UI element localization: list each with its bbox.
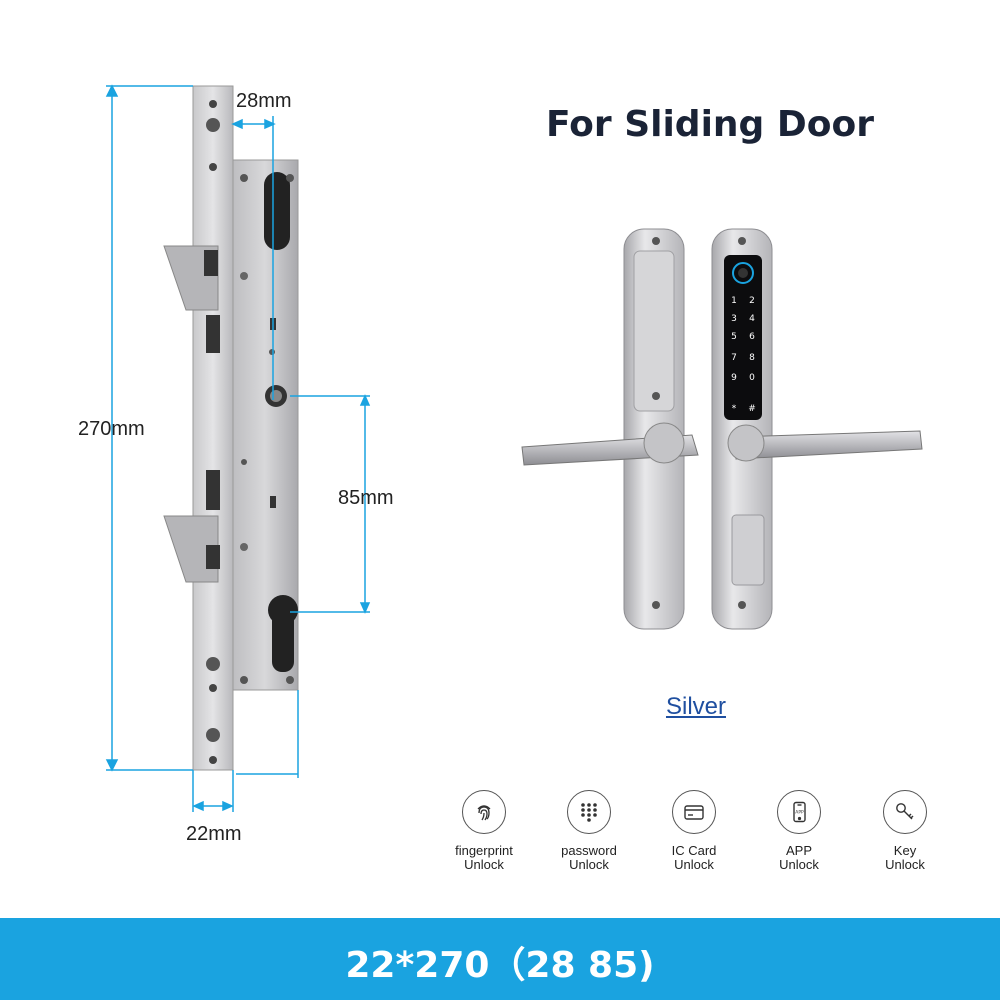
svg-text:1: 1 <box>731 296 737 306</box>
color-option-silver[interactable]: Silver <box>665 693 726 720</box>
svg-text:4: 4 <box>749 314 755 324</box>
footer-banner: 22*270（28 85) <box>0 918 1000 1000</box>
feature-label-line1: APP <box>785 843 812 858</box>
feature-label-line2: Unlock <box>464 857 504 872</box>
svg-text:6: 6 <box>749 332 755 342</box>
app-phone-icon: APP <box>777 790 821 834</box>
svg-text:5: 5 <box>731 332 737 342</box>
mortise-lock-image <box>105 84 371 812</box>
svg-text:#: # <box>748 404 756 414</box>
svg-text:*: * <box>732 404 737 414</box>
feature-label-line2: Unlock <box>779 857 819 872</box>
dimension-85mm: 85mm <box>338 487 394 509</box>
feature-label-line1: fingerprint <box>455 843 513 858</box>
dimension-28mm: 28mm <box>236 90 292 112</box>
dimension-22mm: 22mm <box>186 823 242 845</box>
dimension-270mm: 270mm <box>78 418 145 440</box>
feature-label-line2: Unlock <box>885 857 925 872</box>
mortise-lock-diagram: 28mm 270mm 85mm 22mm <box>0 0 470 900</box>
feature-label-line1: IC Card <box>671 843 717 858</box>
feature-label-line2: Unlock <box>569 857 609 872</box>
svg-text:2: 2 <box>749 296 755 306</box>
svg-text:8: 8 <box>749 353 755 363</box>
fingerprint-icon <box>462 790 506 834</box>
feature-label-line1: password <box>561 843 617 858</box>
feature-label-line2: Unlock <box>674 857 714 872</box>
key-icon <box>883 790 927 834</box>
feature-label-line1: Key <box>893 843 917 858</box>
handle-set-image: 1 2 3 4 5 6 7 8 9 0 * # <box>510 215 930 635</box>
svg-text:APP: APP <box>795 810 804 816</box>
svg-text:0: 0 <box>749 373 755 383</box>
product-title: For Sliding Door <box>546 104 874 145</box>
footer-size-text: 22*270（28 85) <box>345 945 655 986</box>
svg-text:9: 9 <box>731 373 737 383</box>
svg-text:3: 3 <box>731 314 737 324</box>
password-keypad-icon <box>567 790 611 834</box>
svg-text:7: 7 <box>731 353 737 363</box>
ic-card-icon <box>672 790 716 834</box>
